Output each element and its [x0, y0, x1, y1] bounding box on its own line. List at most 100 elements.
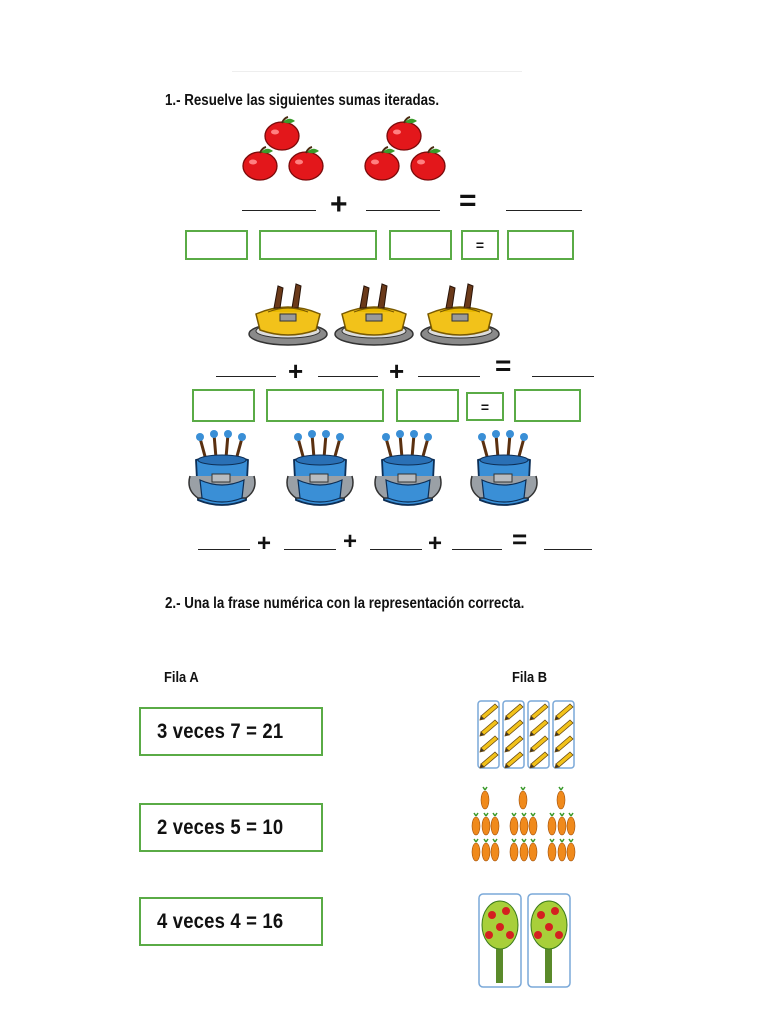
answer-box-wide[interactable]: [266, 389, 384, 422]
apple-icon: [364, 146, 400, 181]
pencil-icon: [479, 719, 499, 737]
carrot-groups[interactable]: [468, 786, 580, 870]
answer-box[interactable]: [514, 389, 581, 422]
answer-blank[interactable]: [544, 549, 592, 550]
answer-blank[interactable]: [532, 376, 594, 377]
answer-box[interactable]: [192, 389, 255, 422]
column-b-label: Fila B: [512, 669, 548, 686]
apple-tree-card-icon: [478, 893, 522, 988]
plus-sign: +: [389, 356, 405, 386]
answer-box[interactable]: [396, 389, 459, 422]
pencil-icon: [504, 703, 524, 721]
plus-sign: +: [288, 356, 304, 386]
carrot-icon: [557, 812, 567, 836]
answer-box-wide[interactable]: [259, 230, 377, 260]
plus-sign: +: [330, 188, 348, 221]
carrot-icon: [528, 838, 538, 862]
equals-box: =: [461, 230, 499, 260]
yellow-pot-group: [248, 283, 500, 346]
carrot-icon: [556, 786, 566, 810]
blue-paint-pot-icon: [188, 430, 256, 506]
yellow-paint-pot-icon: [248, 283, 328, 346]
plus-sign: +: [428, 530, 443, 557]
phrase-box-3[interactable]: 4 veces 4 = 16: [139, 897, 323, 946]
carrot-icon: [528, 812, 538, 836]
blue-paint-pot-icon: [286, 430, 354, 506]
answer-blank[interactable]: [506, 210, 582, 211]
apple-icon: [386, 116, 422, 151]
phrase-text: 3 veces 7 = 21: [157, 719, 284, 743]
answer-blank[interactable]: [418, 376, 480, 377]
answer-box[interactable]: [507, 230, 574, 260]
apple-icon: [264, 116, 300, 151]
yellow-paint-pot-icon: [420, 283, 500, 346]
carrot-icon: [490, 812, 500, 836]
answer-blank[interactable]: [370, 549, 422, 550]
apple-group-1: [242, 116, 324, 181]
apple-icon: [410, 146, 446, 181]
phrase-text: 2 veces 5 = 10: [157, 815, 284, 839]
pencil-icon: [554, 719, 574, 737]
carrot-icon: [481, 812, 491, 836]
equals-sign: =: [512, 524, 528, 554]
answer-blank[interactable]: [452, 549, 502, 550]
phrase-box-1[interactable]: 3 veces 7 = 21: [139, 707, 323, 756]
carrot-icon: [566, 812, 576, 836]
carrot-icon: [471, 812, 481, 836]
answer-blank[interactable]: [198, 549, 250, 550]
pencil-icon: [479, 703, 499, 721]
answer-blank[interactable]: [242, 210, 316, 211]
carrot-icon: [566, 838, 576, 862]
plus-sign: +: [257, 530, 272, 557]
pencil-icon: [504, 719, 524, 737]
answer-blank[interactable]: [284, 549, 336, 550]
blue-paint-pot-icon: [374, 430, 442, 506]
phrase-text: 4 veces 4 = 16: [157, 909, 284, 933]
pencil-cards[interactable]: [477, 700, 575, 770]
carrot-icon: [490, 838, 500, 862]
carrot-icon: [547, 838, 557, 862]
pencil-icon: [554, 751, 574, 769]
apple-icon: [288, 146, 324, 181]
carrot-icon: [519, 812, 529, 836]
carrot-icon: [547, 812, 557, 836]
carrot-icon: [509, 812, 519, 836]
answer-box[interactable]: [185, 230, 248, 260]
pencil-icon: [554, 703, 574, 721]
carrot-icon: [509, 838, 519, 862]
top-rule: [232, 71, 522, 72]
answer-blank[interactable]: [366, 210, 440, 211]
pencil-icon: [554, 735, 574, 753]
apple-icon: [242, 146, 278, 181]
pencil-icon: [504, 751, 524, 769]
pencil-icon: [529, 719, 549, 737]
carrot-icon: [480, 786, 490, 810]
equals-sign: =: [495, 350, 512, 381]
pencil-icon: [529, 703, 549, 721]
equals-sign: =: [459, 184, 477, 217]
column-a-label: Fila A: [164, 669, 199, 686]
pencil-icon: [529, 735, 549, 753]
section2-title: 2.- Una la frase numérica con la represe…: [165, 595, 525, 612]
section1-title: 1.- Resuelve las siguientes sumas iterad…: [165, 92, 440, 109]
apple-tree-cards[interactable]: [478, 893, 572, 989]
apple-group-2: [364, 116, 446, 181]
pencil-icon: [479, 751, 499, 769]
pencil-icon: [529, 751, 549, 769]
answer-blank[interactable]: [318, 376, 378, 377]
carrot-icon: [481, 838, 491, 862]
carrot-icon: [557, 838, 567, 862]
blue-paint-pot-icon: [470, 430, 538, 506]
plus-sign: +: [343, 528, 358, 555]
answer-blank[interactable]: [216, 376, 276, 377]
yellow-paint-pot-icon: [334, 283, 414, 346]
equals-box: =: [466, 392, 504, 421]
apple-tree-card-icon: [527, 893, 571, 988]
carrot-icon: [471, 838, 481, 862]
carrot-icon: [518, 786, 528, 810]
blue-pot-group: [188, 430, 538, 506]
pencil-icon: [504, 735, 524, 753]
phrase-box-2[interactable]: 2 veces 5 = 10: [139, 803, 323, 852]
pencil-icon: [479, 735, 499, 753]
answer-box[interactable]: [389, 230, 452, 260]
